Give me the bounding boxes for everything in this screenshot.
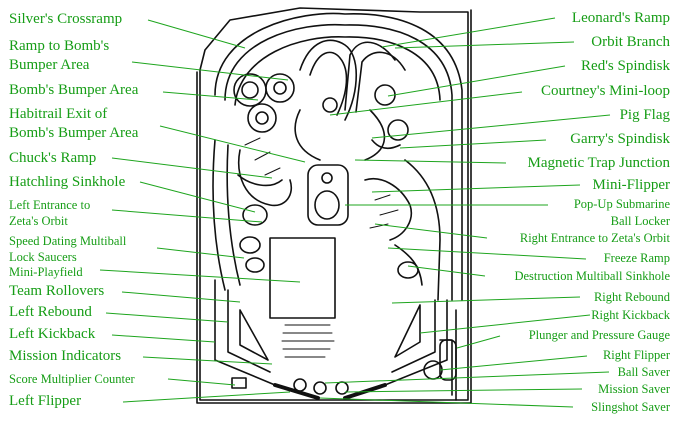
leader-right-flipper xyxy=(439,355,588,371)
label-score-multiplier-counter: Score Multiplier Counter xyxy=(9,372,135,386)
label-left-entrance-zetas-orbit-line1: Left Entrance to xyxy=(9,198,91,212)
leader-mission-indicators xyxy=(142,356,273,365)
leader-courtneys-mini-loop xyxy=(329,91,523,116)
label-right-flipper: Right Flipper xyxy=(602,348,670,362)
leader-leonards-ramp xyxy=(381,17,556,48)
label-ramp-to-bombs-bumper-area-line1: Ramp to Bomb's xyxy=(9,38,110,54)
leader-chucks-ramp xyxy=(111,157,273,179)
label-leonards-ramp: Leonard's Ramp xyxy=(571,10,670,26)
label-mission-saver: Mission Saver xyxy=(598,382,670,396)
label-chucks-ramp: Chuck's Ramp xyxy=(9,150,97,166)
left-leader-lines xyxy=(99,19,306,403)
label-right-entrance-zetas-orbit: Right Entrance to Zeta's Orbit xyxy=(519,231,670,245)
label-speed-dating-multiball-line1: Speed Dating Multiball xyxy=(9,234,127,248)
label-ball-saver: Ball Saver xyxy=(617,365,670,379)
label-slingshot-saver: Slingshot Saver xyxy=(591,400,670,414)
leader-right-kickback xyxy=(419,314,591,334)
label-reds-spindisk: Red's Spindisk xyxy=(581,58,670,74)
label-left-entrance-zetas-orbit-line2: Zeta's Orbit xyxy=(9,214,68,228)
leader-mini-flipper xyxy=(371,184,581,193)
label-plunger-pressure-gauge: Plunger and Pressure Gauge xyxy=(528,328,670,342)
playfield-drawing xyxy=(196,7,472,404)
leader-bombs-bumper-area xyxy=(162,91,259,101)
leader-left-flipper xyxy=(122,391,291,403)
label-right-kickback: Right Kickback xyxy=(591,308,670,322)
leader-silvers-crossramp xyxy=(147,19,246,49)
label-hatchling-sinkhole: Hatchling Sinkhole xyxy=(9,174,126,190)
label-team-rollovers: Team Rollovers xyxy=(9,283,105,299)
leader-team-rollovers xyxy=(121,291,241,303)
label-destruction-multiball-sinkhole: Destruction Multiball Sinkhole xyxy=(514,269,670,283)
leader-garrys-spindisk xyxy=(399,139,547,149)
label-left-rebound: Left Rebound xyxy=(9,304,92,320)
leader-mini-playfield xyxy=(99,269,301,283)
leader-left-kickback xyxy=(111,334,216,343)
label-courtneys-mini-loop: Courtney's Mini-loop xyxy=(541,83,670,99)
label-speed-dating-multiball-line2: Lock Saucers xyxy=(9,250,77,264)
label-freeze-ramp: Freeze Ramp xyxy=(603,251,670,265)
label-silvers-crossramp: Silver's Crossramp xyxy=(9,11,123,27)
leader-habitrail-exit xyxy=(159,125,306,163)
label-garrys-spindisk: Garry's Spindisk xyxy=(570,131,670,147)
label-magnetic-trap-junction: Magnetic Trap Junction xyxy=(527,155,671,171)
label-right-rebound: Right Rebound xyxy=(593,290,670,304)
leader-left-entrance-zetas-orbit xyxy=(111,209,263,223)
label-ramp-to-bombs-bumper-area-line2: Bumper Area xyxy=(9,57,90,73)
label-mini-playfield: Mini-Playfield xyxy=(9,265,83,279)
label-left-kickback: Left Kickback xyxy=(9,326,96,342)
leader-score-multiplier-counter xyxy=(167,378,236,386)
leader-speed-dating-multiball xyxy=(156,247,245,259)
leader-right-entrance-zetas-orbit xyxy=(374,223,488,239)
right-leader-lines xyxy=(319,17,611,408)
label-popup-submarine-line2: Ball Locker xyxy=(610,214,670,228)
label-orbit-branch: Orbit Branch xyxy=(591,34,670,50)
label-left-flipper: Left Flipper xyxy=(9,393,82,409)
leader-right-rebound xyxy=(391,296,581,304)
leader-reds-spindisk xyxy=(387,65,566,97)
leader-left-rebound xyxy=(105,312,229,323)
label-popup-submarine-line1: Pop-Up Submarine xyxy=(573,197,670,211)
label-habitrail-exit-line2: Bomb's Bumper Area xyxy=(9,125,139,141)
leader-hatchling-sinkhole xyxy=(139,181,256,213)
leader-mission-saver xyxy=(344,388,583,393)
leader-plunger-pressure-gauge xyxy=(456,335,501,349)
label-habitrail-exit-line1: Habitrail Exit of xyxy=(9,106,108,122)
leader-magnetic-trap-junction xyxy=(354,159,507,164)
leader-destruction-multiball xyxy=(407,265,486,277)
label-mission-indicators: Mission Indicators xyxy=(9,348,122,364)
label-bombs-bumper-area: Bomb's Bumper Area xyxy=(9,82,139,98)
leader-orbit-branch xyxy=(394,41,575,49)
leader-ball-saver xyxy=(324,371,610,384)
leader-slingshot-saver xyxy=(319,397,574,408)
label-mini-flipper: Mini-Flipper xyxy=(592,177,671,193)
leader-freeze-ramp xyxy=(387,247,587,260)
label-pig-flag: Pig Flag xyxy=(619,107,670,123)
leader-pig-flag xyxy=(371,114,611,139)
leader-ramp-to-bombs-bumper xyxy=(131,61,289,81)
